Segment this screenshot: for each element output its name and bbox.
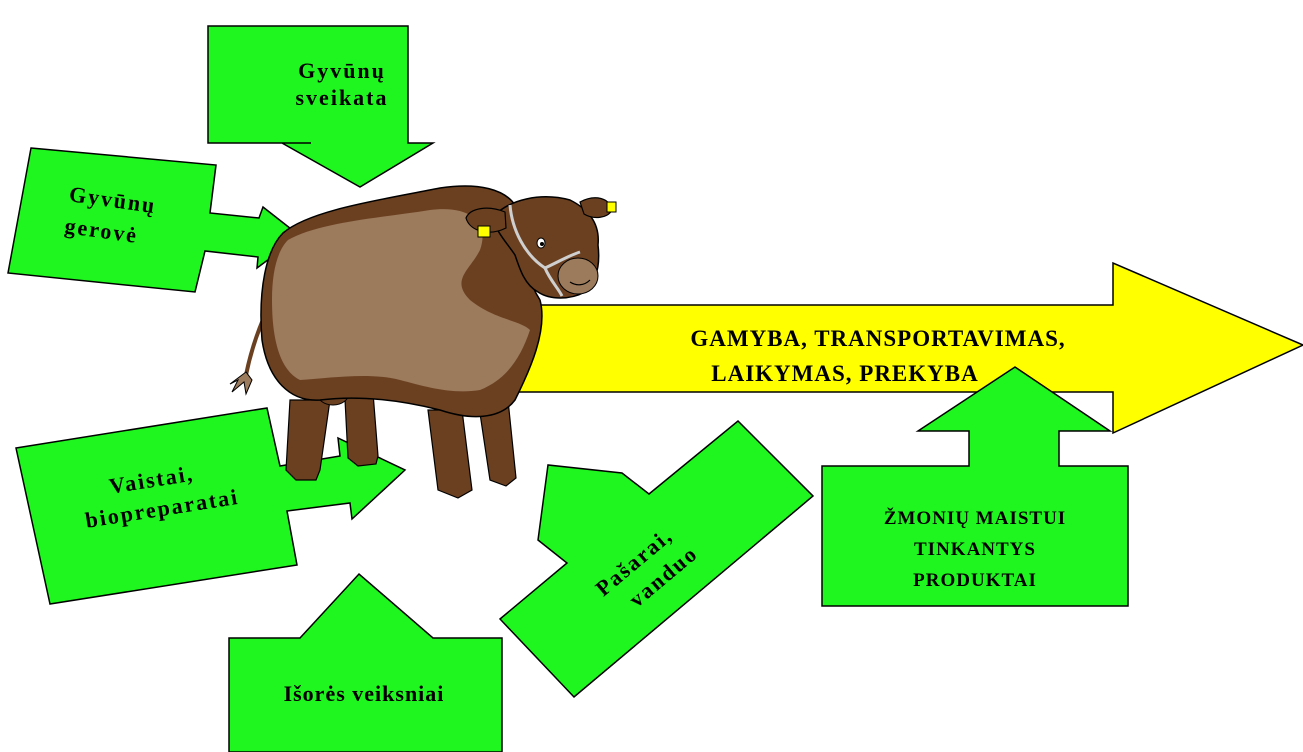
animal-health-label-line1: Gyvūnų — [298, 58, 386, 83]
food-products-callout — [821, 366, 1129, 607]
main-process-arrow — [509, 261, 1303, 435]
external-factors-callout — [228, 572, 503, 752]
animal-health-label-line2: sveikata — [296, 85, 389, 110]
feed-water-callout — [498, 419, 815, 699]
main-arrow-label-line1: GAMYBA, TRANSPORTAVIMAS, — [690, 326, 1065, 351]
main-arrow-label-line2: LAIKYMAS, PREKYBA — [711, 361, 978, 386]
food-products-label-line2: TINKANTYS — [914, 539, 1036, 560]
food-products-label-line1: ŽMONIŲ MAISTUI — [884, 507, 1066, 529]
animal-health-callout — [207, 25, 436, 188]
external-factors-label: Išorės veiksniai — [284, 681, 445, 706]
animal-welfare-callout — [7, 147, 302, 293]
cow-icon — [229, 185, 617, 499]
food-products-label-line3: PRODUKTAI — [913, 570, 1037, 591]
medicines-callout — [15, 407, 407, 605]
